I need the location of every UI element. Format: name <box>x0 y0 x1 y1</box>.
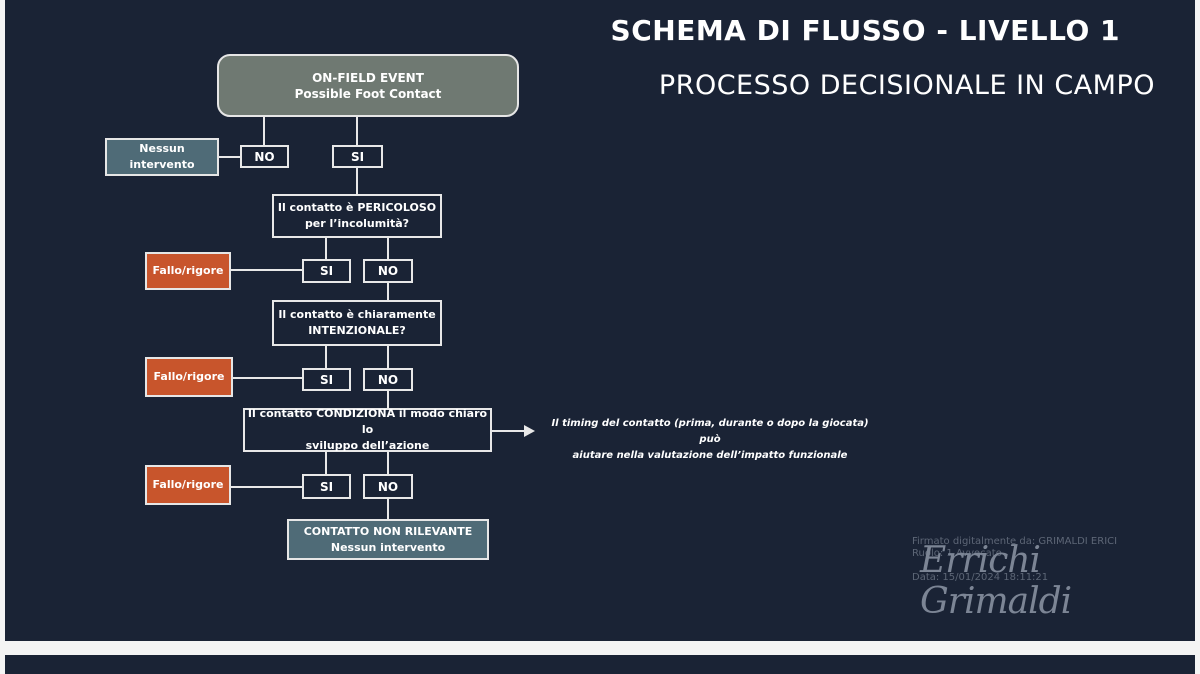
answer-si-label: SI <box>319 264 334 278</box>
answer-si-1: SI <box>332 145 383 168</box>
signature-line3: Data: 15/01/2024 18:11:21 <box>912 572 1049 583</box>
answer-no-label: NO <box>377 479 399 494</box>
digital-signature-text: Firmato digitalmente da: GRIMALDI ERICI … <box>912 536 1132 584</box>
timing-note: Il timing del contatto (prima, durante o… <box>540 416 880 464</box>
answer-no-label: NO <box>254 149 275 164</box>
answer-si-label: SI <box>319 372 334 387</box>
timing-note-line1: Il timing del contatto (prima, durante o… <box>551 418 869 445</box>
foul-penalty-label: Fallo/rigore <box>152 264 224 277</box>
timing-note-line2: aiutare nella valutazione dell’impatto f… <box>572 450 848 461</box>
start-event-box: ON-FIELD EVENT Possible Foot Contact <box>217 54 519 117</box>
foul-penalty-box-3: Fallo/rigore <box>145 465 231 505</box>
contact-not-relevant-box: CONTATTO NON RILEVANTE Nessun intervento <box>287 519 489 560</box>
answer-no-4: NO <box>363 474 413 499</box>
foul-penalty-label: Fallo/rigore <box>152 478 224 491</box>
foul-penalty-box-2: Fallo/rigore <box>145 357 233 397</box>
slide-subtitle: PROCESSO DECISIONALE IN CAMPO <box>658 70 1155 101</box>
question-dangerous-box: Il contatto è PERICOLOSO per l’incolumit… <box>272 194 442 238</box>
signature-line1: Firmato digitalmente da: GRIMALDI ERICI <box>912 536 1118 547</box>
slide-background <box>5 0 1195 641</box>
foul-penalty-label: Fallo/rigore <box>153 370 225 383</box>
no-intervention-box: Nessun intervento <box>105 138 219 176</box>
question-dangerous-line1: Il contatto è PERICOLOSO <box>277 201 437 214</box>
answer-no-2: NO <box>363 259 413 283</box>
contact-not-relevant-subtitle: Nessun intervento <box>330 540 446 554</box>
answer-no-1: NO <box>240 145 289 168</box>
question-dangerous-line2: per l’incolumità? <box>304 217 410 230</box>
answer-si-2: SI <box>302 259 351 283</box>
question-intentional-box: Il contatto è chiaramente INTENZIONALE? <box>272 300 442 346</box>
answer-no-label: NO <box>377 264 399 278</box>
start-event-subtitle: Possible Foot Contact <box>294 86 442 101</box>
next-slide-strip <box>5 655 1195 674</box>
start-event-title: ON-FIELD EVENT <box>312 70 424 85</box>
handwritten-signature: Errichi Grimaldi <box>920 540 1072 622</box>
answer-si-3: SI <box>302 368 351 391</box>
question-conditions-box: Il contatto CONDIZIONA il modo chiaro lo… <box>243 407 492 452</box>
slide-title: SCHEMA DI FLUSSO - LIVELLO 1 <box>610 14 1120 47</box>
question-intentional-line1: Il contatto è chiaramente <box>278 308 436 321</box>
contact-not-relevant-title: CONTATTO NON RILEVANTE <box>303 524 473 538</box>
question-conditions-line2: sviluppo dell’azione <box>305 439 430 452</box>
signature-line2: Ruolo: 1 Avvocato <box>912 548 1002 559</box>
answer-si-label: SI <box>350 149 365 164</box>
answer-si-4: SI <box>302 474 351 499</box>
question-conditions-line1: Il contatto CONDIZIONA il modo chiaro lo <box>247 407 488 436</box>
answer-no-label: NO <box>377 372 399 387</box>
foul-penalty-box-1: Fallo/rigore <box>145 252 231 290</box>
answer-no-3: NO <box>363 368 413 391</box>
answer-si-label: SI <box>319 479 334 494</box>
no-intervention-label: Nessun intervento <box>129 142 195 171</box>
question-intentional-line2: INTENZIONALE? <box>308 324 406 337</box>
